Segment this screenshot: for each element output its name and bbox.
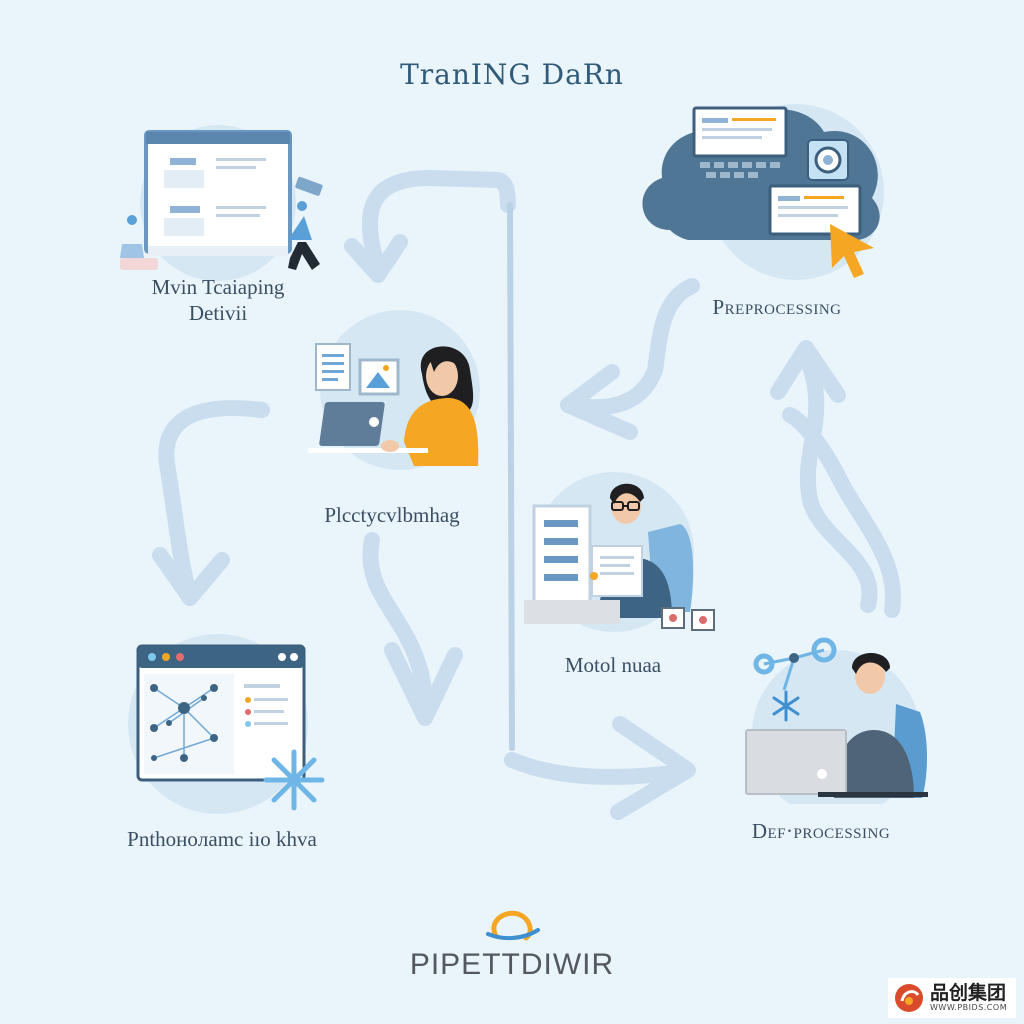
label-model: Motol nuaa [564, 653, 662, 677]
label-main-training: Mvin Tcaiaping Detivii [118, 274, 318, 326]
arrow-pre-left-head [560, 364, 638, 440]
arrow-right-side [782, 407, 902, 618]
arrow-left-down [158, 400, 270, 598]
label-collecting: Plcctycvlbmhag [324, 503, 460, 527]
gear-icon [753, 637, 837, 675]
watermark-logo-icon [895, 984, 923, 1012]
browser-window-icon [120, 125, 323, 281]
network-graph-icon [128, 634, 325, 814]
arrow-right-up-head [770, 340, 846, 403]
laptop-icon [308, 402, 428, 453]
arrow-left-down-head [152, 547, 230, 606]
cursor-arrow-icon [830, 224, 874, 278]
person-icon [745, 637, 928, 818]
arrow-center-down [362, 532, 433, 708]
node-main-training [108, 118, 338, 288]
label-preprocessing: Preprocessing [712, 295, 842, 319]
person-icon [524, 472, 715, 632]
node-preprocessing [628, 80, 894, 280]
person-icon [308, 310, 480, 470]
label-main-training-line2: Detivii [188, 301, 248, 325]
label-main-training-line1: Mvin Tcaiaping [151, 275, 285, 299]
label-performance: Pnthoнoлamc iıo khva [127, 827, 317, 851]
cloud-icon [642, 104, 884, 280]
arrow-right-up [799, 352, 878, 613]
camera-icon [807, 139, 849, 181]
arrow-top-loop [361, 170, 516, 276]
center-divider [507, 202, 515, 751]
node-model [508, 472, 720, 634]
node-deprocessing [724, 628, 938, 818]
label-deprocessing: Def·processing [751, 819, 891, 843]
snowflake-icon [263, 749, 325, 811]
watermark: 品创集团 WWW.PBIDS.COM [888, 978, 1016, 1018]
arrow-bottom-right [504, 752, 688, 785]
arrow-center-down-head [384, 642, 463, 726]
node-performance [114, 628, 334, 818]
watermark-main-text: 品创集团 [930, 982, 1007, 1004]
brand-logo-icon [486, 910, 540, 941]
diagram-title: TranING DaRn [400, 58, 624, 91]
brand-name: PIPETTDIWIR [409, 948, 615, 981]
node-collecting [294, 310, 506, 474]
arrow-top-loop-head [344, 234, 408, 283]
watermark-sub-text: WWW.PBIDS.COM [930, 1003, 1008, 1012]
arrow-bottom-right-head [610, 716, 696, 820]
arrow-pre-left [562, 278, 700, 416]
